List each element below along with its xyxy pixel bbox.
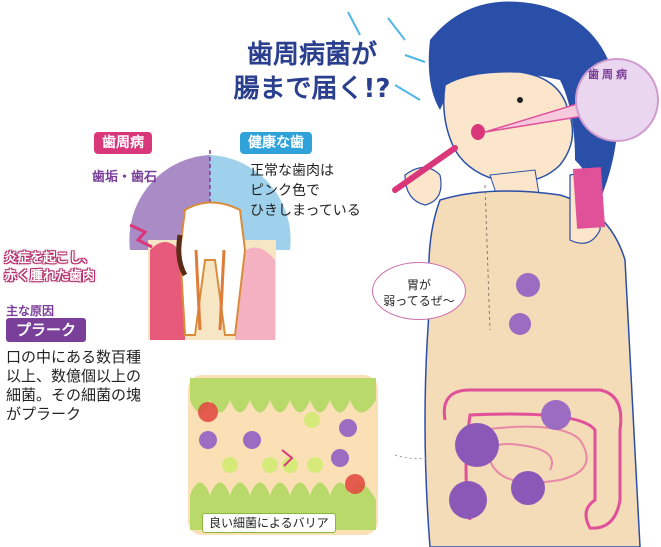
barrier-panel bbox=[188, 375, 378, 535]
bad-bacteria-icon bbox=[339, 419, 357, 437]
tartar bbox=[176, 234, 188, 277]
healthy-desc-line: 正常な歯肉は bbox=[250, 163, 334, 179]
dashed-line bbox=[484, 184, 491, 331]
inflammation-line: 赤く腫れた歯肉 bbox=[4, 269, 96, 284]
healthy-desc-line: ピンク色で bbox=[250, 183, 320, 199]
bad-bacteria-icon bbox=[516, 273, 540, 297]
plaque-desc-line: 以上、数億個以上の bbox=[6, 367, 142, 385]
bad-bacteria-icon bbox=[331, 449, 349, 467]
toothbrush bbox=[392, 145, 458, 193]
barrier-label: 良い細菌によるバリア bbox=[202, 513, 336, 533]
shout-lines bbox=[347, 11, 426, 101]
bad-bacteria-icon bbox=[449, 481, 487, 519]
inflammation-spot bbox=[345, 474, 365, 494]
main-cause-label: 主な原因 bbox=[6, 304, 55, 318]
bad-bacteria-icon bbox=[511, 471, 545, 505]
healthy-gum bbox=[235, 247, 275, 340]
tooth-diagram bbox=[129, 150, 291, 340]
healthy-description: 正常な歯肉は ピンク色で ひきしまっている bbox=[250, 161, 361, 221]
tooth-root bbox=[194, 249, 226, 331]
plaque-desc-line: 細菌。その細菌の塊 bbox=[6, 386, 142, 404]
speech-bubble: 胃が 弱ってるぜ～ bbox=[372, 262, 466, 320]
headline-line2: 腸まで届く!? bbox=[233, 74, 391, 104]
gut-bacteria bbox=[449, 273, 571, 519]
good-bacteria bbox=[262, 457, 278, 473]
zigzag-icon bbox=[281, 449, 294, 467]
plaque-desc-line: がプラーク bbox=[6, 405, 82, 423]
good-bacteria bbox=[282, 457, 298, 473]
plaque-tartar-label: 歯垢・歯石 bbox=[92, 170, 158, 185]
bad-bacteria-icon bbox=[455, 423, 499, 467]
speech-line: 胃が bbox=[406, 278, 431, 292]
headline: 歯周病菌が 腸まで届く!? bbox=[232, 38, 392, 106]
tooth-crown bbox=[178, 201, 247, 336]
plaque-description: 口の中にある数百種 以上、数億個以上の 細菌。その細菌の塊 がプラーク bbox=[6, 348, 141, 424]
inflammation-spot bbox=[198, 402, 218, 422]
lightning-icon bbox=[129, 223, 153, 249]
speech-line: 弱ってるぜ～ bbox=[383, 294, 455, 308]
bad-bacteria-icon bbox=[509, 313, 531, 335]
good-bacteria bbox=[307, 457, 323, 473]
bacteria-badge-label: 歯周病 bbox=[588, 68, 630, 81]
plaque-desc-line: 口の中にある数百種 bbox=[6, 348, 142, 366]
upper-gums bbox=[190, 378, 376, 413]
bacteria-badge bbox=[575, 58, 659, 142]
headline-line1: 歯周病菌が bbox=[246, 40, 377, 70]
plaque-tag: プラーク bbox=[6, 318, 87, 342]
pink-card bbox=[572, 167, 606, 229]
bad-bacteria-icon bbox=[199, 431, 217, 449]
bad-bacteria-icon bbox=[541, 400, 571, 430]
good-bacteria bbox=[304, 412, 320, 428]
intestine-outline bbox=[442, 388, 623, 530]
bad-bacteria-icon bbox=[243, 431, 261, 449]
dotted-connector bbox=[394, 454, 429, 460]
inflammation-description: 炎症を起こし、 赤く腫れた歯肉 bbox=[4, 250, 95, 286]
woman-eye bbox=[517, 97, 523, 103]
good-bacteria bbox=[222, 457, 238, 473]
inflamed-gum bbox=[150, 242, 185, 340]
periodontal-tag: 歯周病 bbox=[94, 132, 152, 154]
woman-mouth bbox=[471, 124, 485, 140]
healthy-desc-line: ひきしまっている bbox=[250, 203, 361, 219]
woman-hair bbox=[428, 1, 618, 201]
inflammation-line: 炎症を起こし、 bbox=[4, 251, 96, 266]
healthy-tag: 健康な歯 bbox=[240, 132, 312, 154]
